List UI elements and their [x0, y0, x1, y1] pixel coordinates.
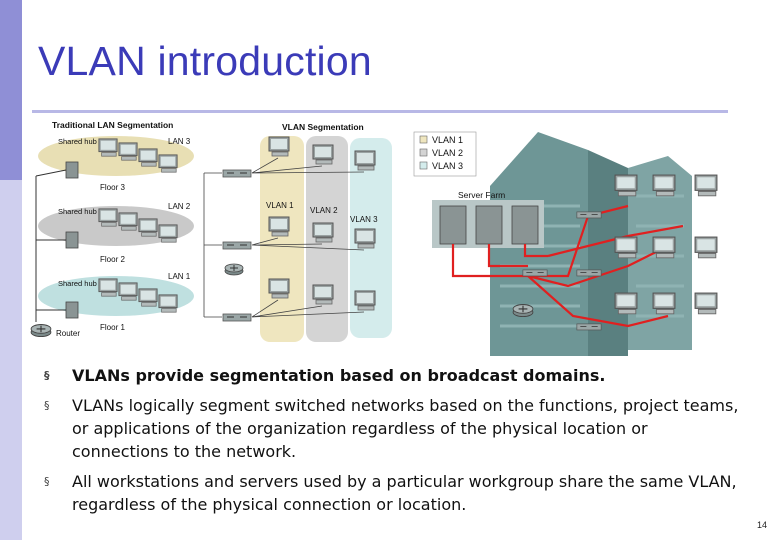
vlan1-label: VLAN 1	[266, 201, 294, 210]
router-backbone-link	[35, 169, 67, 322]
floor-1-group: Shared hub LAN 1 Floor 1	[58, 272, 191, 332]
bullet-marker: §	[44, 399, 50, 412]
vlan-segmentation-title: VLAN Segmentation	[282, 122, 364, 132]
vlan-segmentation-panel: VLAN Segmentation VLAN 1 VLAN 2 VLAN 3	[203, 122, 392, 342]
legend-vlan1: VLAN 1	[432, 135, 463, 145]
traditional-lan-panel: Traditional LAN Segmentation Shared hub …	[30, 120, 194, 338]
floor-3-group: Shared hub LAN 3 Floor 3	[58, 137, 191, 192]
vlan2-label: VLAN 2	[310, 206, 338, 215]
bullet-list: § VLANs provide segmentation based on br…	[42, 364, 742, 523]
slide-title: VLAN introduction	[38, 38, 372, 84]
router-icon	[30, 323, 52, 338]
router-icon	[512, 303, 534, 318]
vlan-trunk-links	[203, 157, 365, 318]
floor-3-label: Floor 3	[100, 183, 125, 192]
floor-1-label: Floor 1	[100, 323, 125, 332]
bullet-marker: §	[44, 369, 50, 382]
vlan-legend: VLAN 1 VLAN 2 VLAN 3	[413, 131, 477, 177]
lan2-label: LAN 2	[168, 202, 191, 211]
page-number: 14	[757, 520, 768, 530]
vlan-diagram: Traditional LAN Segmentation Shared hub …	[30, 120, 718, 356]
building-workstations	[614, 174, 718, 315]
title-underline	[32, 110, 728, 113]
vlan1-column	[260, 136, 304, 342]
servers	[439, 205, 539, 245]
router-icon	[224, 263, 244, 276]
vlan3-label: VLAN 3	[350, 215, 378, 224]
left-accent-bar-light	[0, 180, 22, 540]
router-label: Router	[56, 329, 80, 338]
server-farm-building: Server Farm	[432, 132, 718, 356]
lan3-label: LAN 3	[168, 137, 191, 146]
shared-hub-label: Shared hub	[58, 137, 97, 146]
floor-2-group: Shared hub LAN 2 Floor 2	[58, 202, 191, 264]
bullet-text: VLANs provide segmentation based on broa…	[72, 366, 606, 385]
legend-vlan3: VLAN 3	[432, 161, 463, 171]
server-farm-label: Server Farm	[458, 190, 505, 200]
bullet-item: § VLANs provide segmentation based on br…	[42, 364, 742, 387]
vlan-switches	[222, 169, 252, 322]
bullet-marker: §	[44, 475, 50, 488]
shared-hub-label: Shared hub	[58, 207, 97, 216]
bullet-item: § VLANs logically segment switched netwo…	[42, 394, 742, 463]
bullet-item: § All workstations and servers used by a…	[42, 470, 742, 516]
legend-vlan2: VLAN 2	[432, 148, 463, 158]
lan1-label: LAN 1	[168, 272, 191, 281]
floor-2-label: Floor 2	[100, 255, 125, 264]
bullet-text: VLANs logically segment switched network…	[72, 396, 739, 461]
left-accent-bar-dark	[0, 0, 22, 180]
traditional-lan-title: Traditional LAN Segmentation	[52, 120, 173, 130]
bullet-text: All workstations and servers used by a p…	[72, 472, 737, 514]
shared-hub-label: Shared hub	[58, 279, 97, 288]
